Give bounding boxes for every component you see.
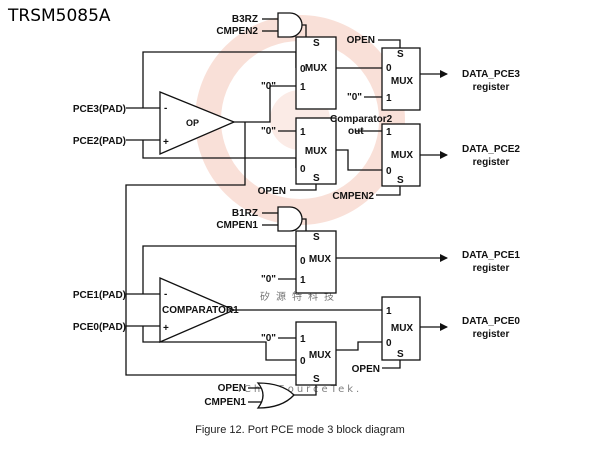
label-zero-d: "0" <box>261 333 276 344</box>
mux2-in1: 1 <box>386 93 392 104</box>
or-gate-open-cmpen1 <box>256 382 295 409</box>
mux-1 <box>295 36 337 110</box>
label-data-pce3-register: register <box>473 82 510 93</box>
label-cmpen2-top: CMPEN2 <box>216 26 258 37</box>
wire-open-top <box>378 39 401 48</box>
document-title: TRSM5085A <box>8 6 111 26</box>
mux-7 <box>295 321 337 386</box>
label-zero-c: "0" <box>261 274 276 285</box>
label-b1rz: B1RZ <box>232 208 258 219</box>
mux1-in1: 1 <box>300 82 306 93</box>
mux7-title: MUX <box>309 350 332 361</box>
wire-op-mux1 <box>232 85 296 123</box>
label-data-pce1-register: register <box>473 263 510 274</box>
mux-5 <box>295 230 337 294</box>
mux4-title: MUX <box>391 150 414 161</box>
label-op: OP <box>186 118 199 128</box>
op-amp <box>159 91 236 155</box>
mux-4 <box>381 123 421 187</box>
label-comparator1: COMPARATOR1 <box>162 305 239 316</box>
comparator1-triangle <box>159 277 236 343</box>
mux3-in0: 0 <box>300 164 306 175</box>
label-data-pce1: DATA_PCE1 <box>462 250 520 261</box>
wire-op-down <box>125 122 296 376</box>
mux7-in0: 0 <box>300 356 306 367</box>
mux4-select: S <box>397 175 404 186</box>
figure-caption: Figure 12. Port PCE mode 3 block diagram <box>195 424 405 436</box>
wire-mux3-mux4 <box>336 149 382 171</box>
wire-cmpen2-mid <box>376 186 401 196</box>
wire-pce0-mux7 <box>142 326 296 361</box>
label-op-plus: + <box>163 137 169 148</box>
label-cmp-plus: + <box>163 323 169 334</box>
label-open-low: OPEN <box>352 364 380 375</box>
mux2-title: MUX <box>391 76 414 87</box>
wire-mux7-mux6 <box>336 341 382 351</box>
mux-2 <box>381 47 421 111</box>
label-data-pce2: DATA_PCE2 <box>462 144 520 155</box>
watermark-latin: .ChipSourceTek. <box>238 384 363 395</box>
mux7-select: S <box>313 374 320 385</box>
label-open-bottom: OPEN <box>218 383 246 394</box>
label-pce1-pad: PCE1(PAD) <box>73 290 126 301</box>
label-comparator2-out-line1: Comparator2 <box>330 114 393 125</box>
mux5-title: MUX <box>309 254 332 265</box>
mux3-select: S <box>313 173 320 184</box>
mux6-in1: 1 <box>386 306 392 317</box>
mux6-select: S <box>397 349 404 360</box>
mux-6 <box>381 296 421 361</box>
label-open-top: OPEN <box>347 35 375 46</box>
mux5-in1: 1 <box>300 275 306 286</box>
label-cmpen1-mid: CMPEN1 <box>216 220 258 231</box>
mux-3 <box>295 117 337 185</box>
label-cmpen2-mid: CMPEN2 <box>332 191 374 202</box>
label-data-pce3: DATA_PCE3 <box>462 69 520 80</box>
label-comparator2-out-line2: out <box>348 126 364 137</box>
label-zero-mux1: "0" <box>261 81 276 92</box>
label-pce3-pad: PCE3(PAD) <box>73 104 126 115</box>
wires <box>125 18 448 403</box>
wire-or-s <box>292 385 317 396</box>
mux4-in1: 1 <box>386 127 392 138</box>
label-zero-a: "0" <box>261 126 276 137</box>
mux5-select: S <box>313 232 320 243</box>
and-gate-b1rz <box>277 206 303 232</box>
and-gate-b3rz <box>277 12 303 38</box>
mux1-in0: 0 <box>300 64 306 75</box>
mux3-in1: 1 <box>300 127 306 138</box>
mux2-in0: 0 <box>386 63 392 74</box>
mux2-select: S <box>397 49 404 60</box>
wire-open-low <box>382 360 401 369</box>
label-op-minus: - <box>164 103 167 114</box>
mux5-in0: 0 <box>300 256 306 267</box>
label-b3rz: B3RZ <box>232 14 258 25</box>
label-pce2-pad: PCE2(PAD) <box>73 136 126 147</box>
label-cmpen1-bottom: CMPEN1 <box>204 397 246 408</box>
label-data-pce0-register: register <box>473 329 510 340</box>
mux6-in0: 0 <box>386 338 392 349</box>
mux6-title: MUX <box>391 323 414 334</box>
label-zero-b: "0" <box>347 92 362 103</box>
wire-open-mid <box>290 184 317 191</box>
mux1-title: MUX <box>305 63 328 74</box>
mux3-title: MUX <box>305 146 328 157</box>
label-cmp-minus: - <box>164 289 167 300</box>
mux7-in1: 1 <box>300 334 306 345</box>
label-data-pce2-register: register <box>473 157 510 168</box>
mux1-select: S <box>313 38 320 49</box>
label-pce0-pad: PCE0(PAD) <box>73 322 126 333</box>
label-data-pce0: DATA_PCE0 <box>462 316 520 327</box>
label-open-mid: OPEN <box>258 186 286 197</box>
mux4-in0: 0 <box>386 166 392 177</box>
